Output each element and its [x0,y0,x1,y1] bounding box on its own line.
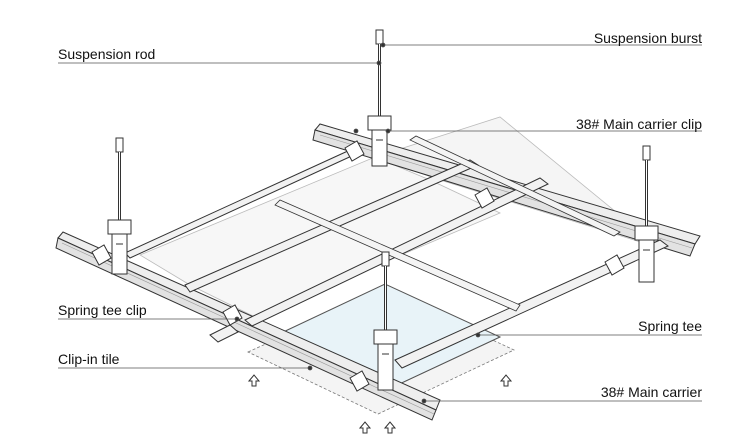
suspension-assembly-left [107,137,132,275]
label-main-carrier-clip: 38# Main carrier clip [575,116,702,132]
label-clip-in-tile: Clip-in tile [58,351,120,367]
label-suspension-burst: Suspension burst [593,30,702,46]
suspension-assembly-top [367,29,392,167]
cross-rails [274,135,621,312]
spring-tee-clip [91,244,112,266]
label-spring-tee-clip: Spring tee clip [58,302,147,318]
label-suspension-rod: Suspension rod [58,46,156,62]
spring-tee-clips [91,140,625,392]
label-spring-tee: Spring tee [638,318,702,334]
spring-tee-clip [474,187,495,209]
up-arrow-icon [383,421,397,434]
label-main-carrier: 38# Main carrier [600,384,702,400]
spring-tee-clip [344,140,365,162]
spring-tee-clip [349,370,370,392]
suspension-assembly-right [634,145,659,283]
leader-lines [58,42,702,404]
up-arrow-icon [358,421,372,434]
up-arrow-icon [499,374,513,387]
up-arrow-icon [247,374,261,387]
spring-tee-5 [209,324,239,343]
spring-tee-4 [394,239,669,369]
spring-tee-clip [604,254,625,276]
push-arrows [247,374,513,434]
suspension-assembly-center [373,251,398,391]
